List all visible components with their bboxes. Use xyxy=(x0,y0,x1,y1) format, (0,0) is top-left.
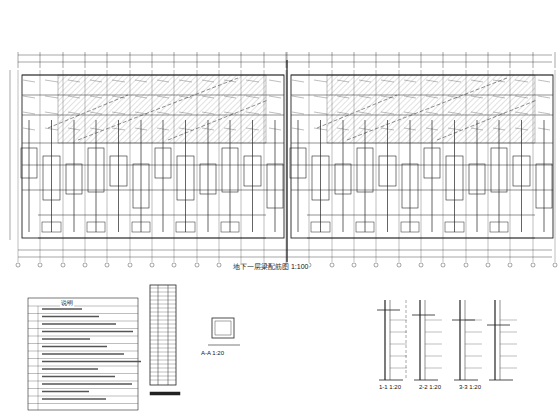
drawing-title: 地下一层梁配筋图 1:100 xyxy=(232,263,309,271)
notes-heading: 说明 xyxy=(60,300,74,307)
section-label: A-A 1:20 xyxy=(200,350,225,357)
section-label: 3-3 1:20 xyxy=(458,384,482,391)
section-label: 1-1 1:20 xyxy=(378,384,402,391)
section-label: 2-2 1:20 xyxy=(418,384,442,391)
